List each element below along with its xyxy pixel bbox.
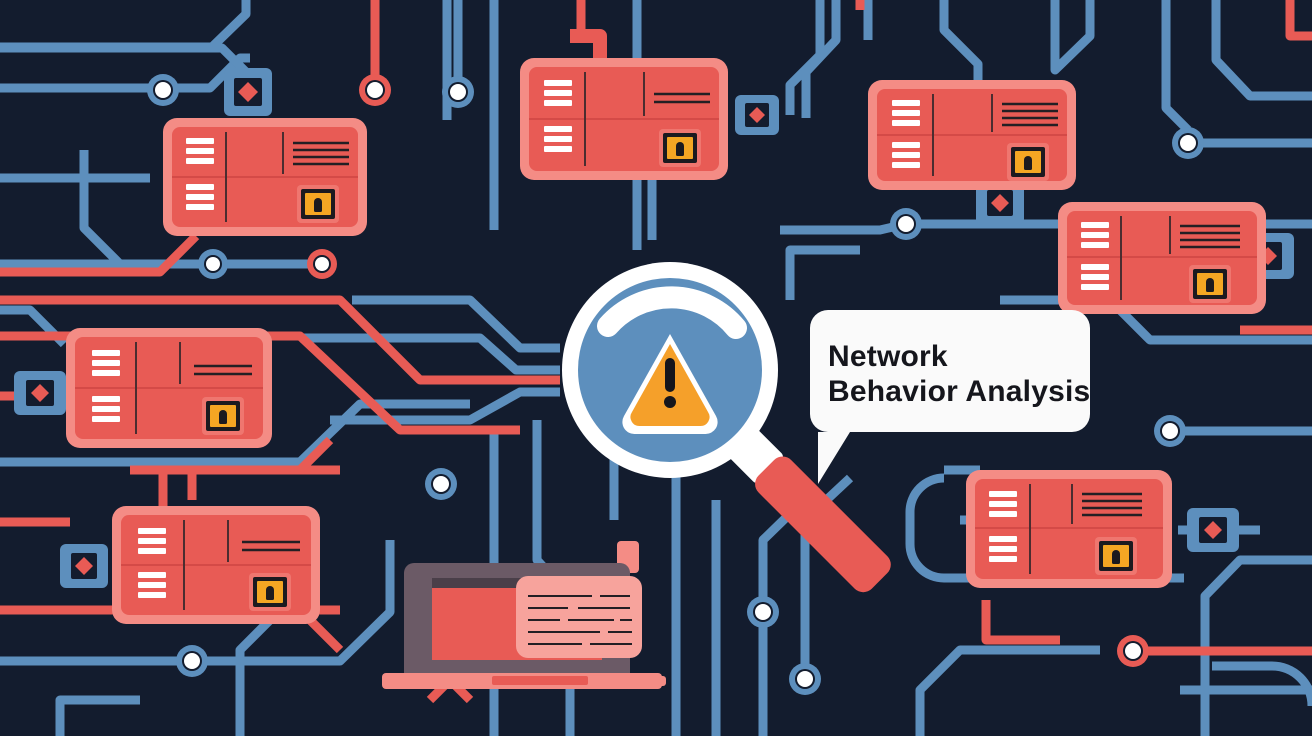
circuit-node — [425, 468, 457, 500]
card-text-lines — [1082, 492, 1142, 517]
callout-bubble[interactable]: Network Behavior Analysis — [810, 310, 1090, 484]
lock-icon — [297, 185, 339, 223]
callout-line-2: Behavior Analysis — [828, 375, 1090, 408]
lock-icon — [1189, 265, 1231, 303]
circuit-node — [1117, 635, 1149, 667]
circuit-node — [147, 74, 179, 106]
circuit-nodes — [147, 74, 1204, 695]
card-text-lines — [242, 540, 300, 552]
circuit-node — [198, 249, 228, 279]
device-card-top-center[interactable] — [520, 58, 728, 180]
card-indicator-bars — [1081, 222, 1109, 290]
lock-icon — [249, 573, 291, 611]
device-card-left-middle[interactable] — [66, 328, 272, 448]
card-indicator-bars — [892, 100, 920, 168]
lock-icon — [1095, 537, 1137, 575]
magnifier[interactable] — [562, 262, 896, 597]
callout-line-1: Network — [828, 340, 948, 373]
circuit-node — [789, 663, 821, 695]
lens-glare — [597, 286, 747, 339]
circuit-node — [442, 76, 474, 108]
card-indicator-bars — [92, 350, 120, 422]
circuit-node — [890, 208, 922, 240]
card-indicator-bars — [186, 138, 214, 210]
circuit-node — [1154, 415, 1186, 447]
chip-blocks — [14, 68, 1294, 588]
device-card-right-lower[interactable] — [966, 470, 1172, 588]
trace-red-top-stub — [570, 29, 607, 58]
card-text-lines — [1180, 224, 1240, 249]
card-text-lines — [1002, 102, 1058, 127]
circuit-node — [307, 249, 337, 279]
chip-block — [60, 544, 108, 588]
chip-block — [976, 181, 1024, 225]
circuit-node — [359, 74, 391, 106]
card-indicator-bars — [138, 528, 166, 598]
chip-block — [14, 371, 66, 415]
device-card-top-right[interactable] — [868, 80, 1076, 190]
circuit-node — [176, 645, 208, 677]
chip-block — [1187, 508, 1239, 552]
warning-triangle-icon — [622, 334, 718, 435]
device-card-left-lower[interactable] — [112, 506, 320, 624]
lock-icon — [202, 397, 244, 435]
trace-red-chevron — [130, 465, 168, 506]
chip-block — [224, 68, 272, 116]
document-card[interactable] — [516, 576, 642, 658]
lock-icon — [659, 129, 701, 167]
circuit-node — [1172, 127, 1204, 159]
laptop-trackpad — [492, 676, 588, 685]
device-card-right-upper[interactable] — [1058, 202, 1266, 314]
card-text-lines — [293, 141, 349, 166]
document-text-lines — [528, 595, 632, 645]
circuit-node — [747, 596, 779, 628]
card-text-lines — [194, 364, 252, 376]
device-card-top-left[interactable] — [163, 118, 367, 236]
chip-block — [735, 95, 779, 135]
card-indicator-bars — [544, 80, 572, 152]
magnifier-handle — [755, 456, 891, 593]
card-indicator-bars — [989, 491, 1017, 562]
lock-icon — [1007, 143, 1049, 181]
card-text-lines — [654, 92, 710, 104]
